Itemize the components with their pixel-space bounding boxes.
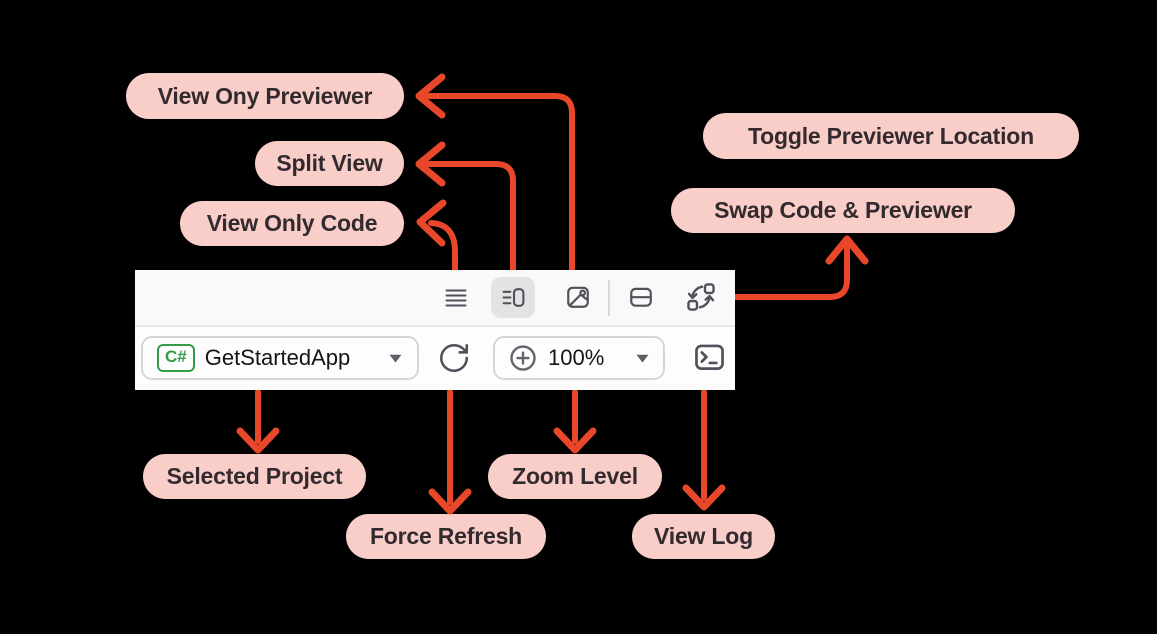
swap-code-previewer-icon[interactable]	[685, 281, 717, 313]
force-refresh-icon[interactable]	[437, 341, 471, 375]
label-toggle-previewer-location: Toggle Previewer Location	[703, 113, 1079, 159]
zoom-value: 100%	[548, 345, 605, 370]
project-selector[interactable]: C# GetStartedApp	[141, 336, 419, 380]
arrow-swap-code-previewer	[730, 235, 869, 300]
label-force-refresh: Force Refresh	[346, 514, 546, 559]
arrow-view-log	[682, 389, 726, 511]
project-name: GetStartedApp	[204, 345, 351, 370]
toolbar-view-controls-row	[135, 270, 735, 327]
label-split-view: Split View	[255, 141, 404, 186]
label-view-ony-previewer: View Ony Previewer	[126, 73, 404, 119]
label-selected-project: Selected Project	[143, 454, 366, 499]
previewer-toolbar: C# GetStartedApp	[135, 270, 735, 390]
arrow-view-ony-previewer	[415, 73, 575, 275]
arrow-split-view	[415, 141, 516, 275]
toggle-previewer-location-icon[interactable]	[628, 284, 654, 310]
label-view-only-code: View Only Code	[180, 201, 404, 246]
view-log-terminal-icon[interactable]	[691, 340, 728, 374]
zoom-plus-icon	[510, 345, 536, 371]
arrow-view-only-code	[416, 199, 458, 275]
toolbar-project-row: C# GetStartedApp	[135, 327, 735, 390]
csharp-badge: C#	[157, 344, 195, 372]
previewer-icon[interactable]	[565, 284, 591, 310]
chevron-down-icon	[389, 354, 402, 362]
arrow-selected-project	[236, 389, 280, 454]
arrow-force-refresh	[428, 389, 472, 515]
chevron-down-icon	[636, 354, 649, 362]
toolbar-divider	[608, 280, 610, 316]
label-zoom-level: Zoom Level	[488, 454, 662, 499]
arrow-zoom-level	[553, 389, 597, 454]
zoom-level-selector[interactable]: 100%	[493, 336, 665, 380]
label-view-log: View Log	[632, 514, 775, 559]
split-view-icon[interactable]	[501, 285, 526, 310]
label-swap-code-previewer: Swap Code & Previewer	[671, 188, 1015, 233]
view-only-code-icon[interactable]	[444, 286, 468, 310]
